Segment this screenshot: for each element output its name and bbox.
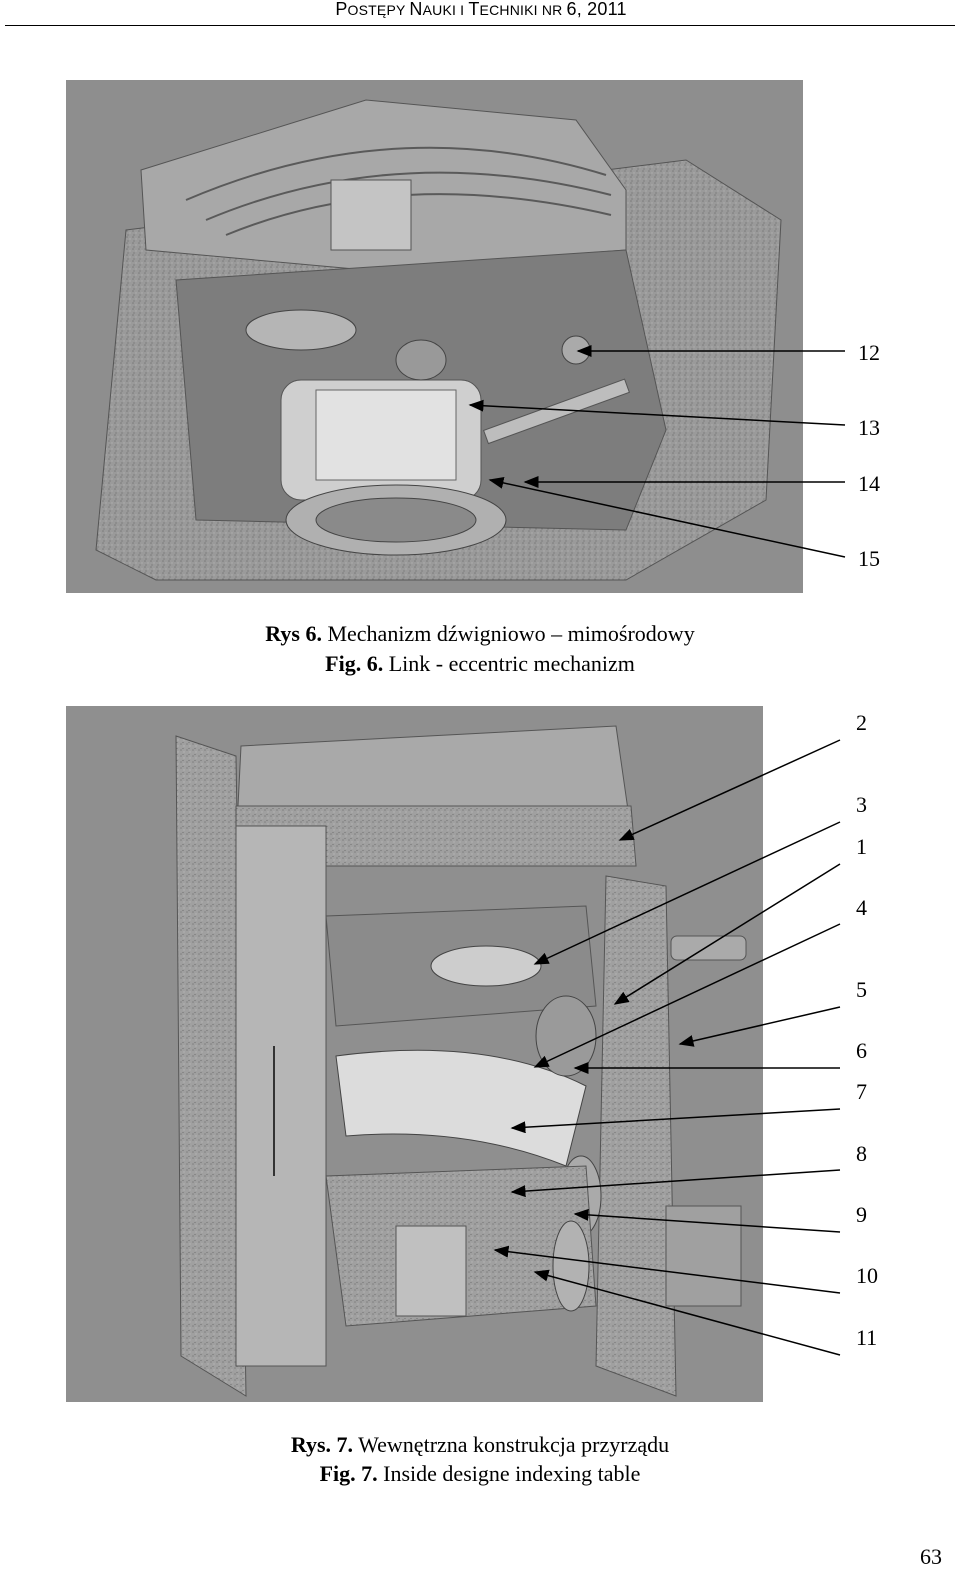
- figure-7-caption-en: Fig. 7. Inside designe indexing table: [0, 1459, 960, 1488]
- callout-label: 9: [856, 1202, 867, 1227]
- caption-label: Fig. 7.: [319, 1461, 378, 1486]
- leader-5: [678, 1006, 841, 1047]
- running-header: POSTĘPY NAUKI I TECHNIKI NR 6, 2011: [0, 0, 960, 26]
- figure-6-caption-en: Fig. 6. Link - eccentric mechanizm: [0, 649, 960, 678]
- leader-1: [613, 863, 841, 1005]
- leader-10: [493, 1245, 841, 1294]
- callout-label: 4: [856, 895, 867, 920]
- figure-6-image: [66, 80, 803, 593]
- header-rule: [5, 25, 955, 26]
- leader-11: [533, 1269, 841, 1356]
- page-number: 63: [920, 1544, 942, 1569]
- leader-4: [533, 923, 841, 1068]
- leader-8: [510, 1169, 841, 1198]
- callout-label: 8: [856, 1141, 867, 1166]
- caption-label: Rys. 7.: [290, 1432, 354, 1457]
- callout-label: 15: [858, 546, 880, 571]
- leader-7: [510, 1108, 841, 1134]
- leader-13: [468, 399, 846, 426]
- callout-label: 13: [858, 415, 880, 440]
- caption-label: Fig. 6.: [325, 651, 384, 676]
- callout-label: 12: [858, 340, 880, 365]
- figure-6-caption-pl: Rys 6. Mechanizm dźwigniowo – mimośrodow…: [0, 619, 960, 648]
- caption-text: Mechanizm dźwigniowo – mimośrodowy: [327, 621, 695, 646]
- caption-text: Wewnętrzna konstrukcja przyrządu: [358, 1432, 670, 1457]
- caption-label: Rys 6.: [265, 621, 322, 646]
- callout-label: 6: [856, 1038, 867, 1063]
- callout-label: 14: [858, 471, 880, 496]
- callout-label: 3: [856, 792, 867, 817]
- callout-label: 1: [856, 834, 867, 859]
- journal-title: POSTĘPY NAUKI I TECHNIKI NR 6, 2011: [335, 0, 627, 19]
- leader-2: [618, 739, 841, 841]
- leader-9: [573, 1208, 841, 1233]
- figure-7-image: [66, 706, 763, 1402]
- figure-7-caption-pl: Rys. 7. Wewnętrzna konstrukcja przyrządu: [0, 1430, 960, 1459]
- callout-label: 10: [856, 1263, 878, 1288]
- callout-label: 7: [856, 1079, 867, 1104]
- leader-15: [488, 476, 846, 558]
- callout-label: 5: [856, 977, 867, 1002]
- callout-label: 11: [856, 1325, 878, 1350]
- leader-3: [533, 821, 841, 965]
- caption-text: Inside designe indexing table: [383, 1461, 641, 1486]
- callout-label: 2: [856, 710, 867, 735]
- caption-text: Link - eccentric mechanizm: [388, 651, 635, 676]
